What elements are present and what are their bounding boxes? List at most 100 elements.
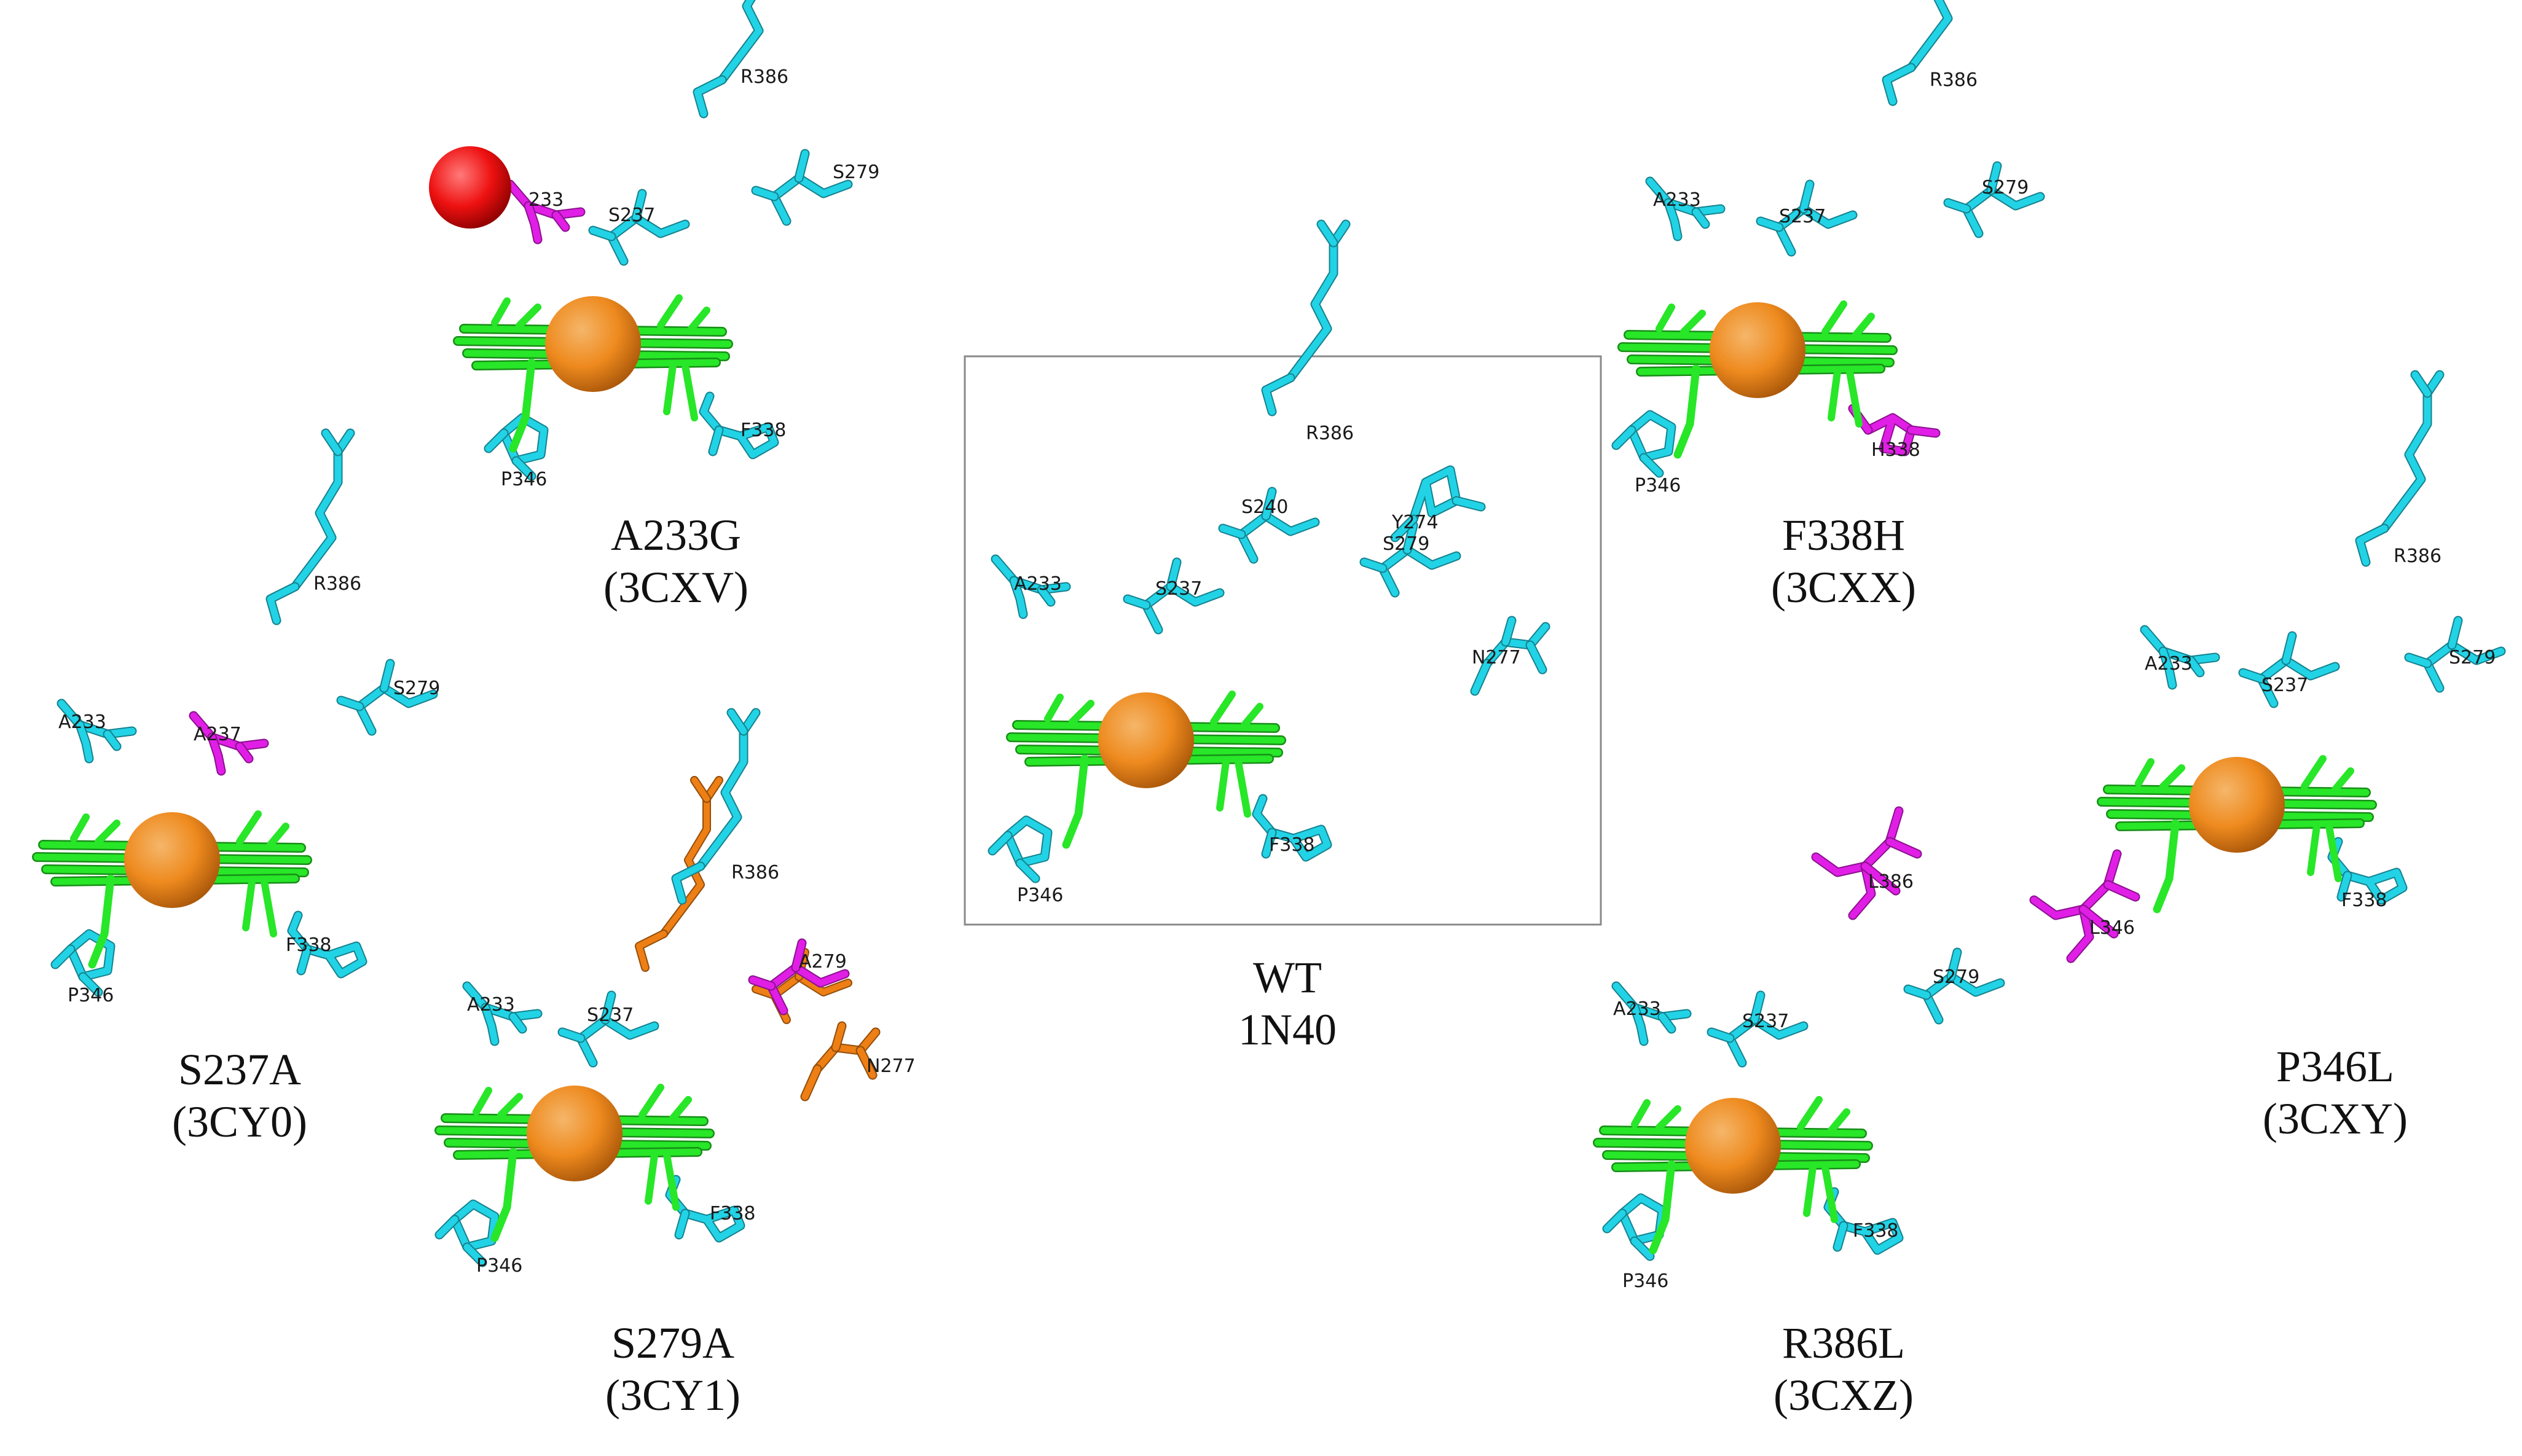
- residue-bond: [1757, 217, 1783, 231]
- residue-bond: [857, 1047, 876, 1079]
- heme-substituent: [638, 1084, 664, 1119]
- residue-bond: [2239, 669, 2265, 683]
- residue-bond: [525, 202, 541, 243]
- heme-substituent: [95, 820, 120, 845]
- residue-label: S237: [1155, 578, 1202, 600]
- residue-bond: [236, 743, 253, 762]
- residue-bond: [463, 1243, 486, 1266]
- residue-bond: [801, 1065, 821, 1100]
- residue-bond: [76, 721, 93, 762]
- residue-bond: [792, 939, 806, 971]
- residue-bond: [1262, 374, 1294, 415]
- iron-atom: [1685, 1098, 1781, 1194]
- residue-bond: [1404, 546, 1460, 569]
- residue-bond: [795, 174, 852, 197]
- residue-bond: [749, 976, 775, 990]
- residue-label: R386: [1930, 69, 1978, 91]
- panel-caption-pdb: 1N40: [1238, 1005, 1337, 1054]
- residue-label: A233: [1613, 998, 1661, 1020]
- residue-bond: [1907, 0, 1952, 71]
- residue-bond: [632, 214, 689, 237]
- residue-bond: [2187, 657, 2204, 676]
- residue-bond: [1483, 623, 1549, 667]
- residue-bond: [992, 555, 1018, 584]
- residue-label: A233: [467, 994, 515, 1016]
- residue-bond: [1262, 512, 1319, 535]
- heme-substituent: [261, 878, 277, 937]
- residue-bond: [485, 429, 508, 452]
- residue-bond: [796, 974, 851, 995]
- residue-bond: [2448, 641, 2505, 664]
- residue-bond: [1167, 583, 1224, 606]
- heme-substituent: [663, 362, 677, 415]
- heme-substituent: [1821, 300, 1847, 335]
- residue-bond: [1631, 1237, 1654, 1260]
- heme-substituent: [645, 1151, 658, 1205]
- residue-bond: [1864, 414, 1915, 455]
- residue-bond: [552, 211, 569, 231]
- residue-bond: [795, 150, 809, 182]
- residue-label: S279: [393, 678, 440, 699]
- residue-label: S279: [2449, 647, 2496, 668]
- residue-bond: [1944, 199, 1970, 213]
- heme-substituent: [1846, 368, 1863, 428]
- residue-bond: [1947, 949, 1961, 980]
- residue-label: F338: [1269, 834, 1315, 856]
- residue-label: R386: [313, 573, 361, 595]
- residue-bond: [79, 973, 102, 996]
- residue-bond: [602, 1016, 658, 1039]
- residue-bond: [322, 429, 342, 455]
- residue-bond: [728, 709, 747, 735]
- residue-bond: [1640, 454, 1663, 477]
- residue-bond: [500, 414, 548, 464]
- residue-bond: [1471, 660, 1491, 695]
- residue-bond: [1262, 488, 1276, 520]
- residue-bond: [1861, 863, 1899, 894]
- residue-bond: [58, 700, 84, 729]
- residue-bond: [2282, 632, 2296, 664]
- residue-bond: [718, 0, 763, 84]
- residue-bond: [297, 945, 311, 974]
- residue-label: R386: [740, 66, 788, 88]
- residue-bond: [1987, 162, 2001, 194]
- residue-label: S237: [587, 1004, 634, 1026]
- residue-label: L386: [1868, 871, 1914, 893]
- heme-substituent: [236, 810, 262, 845]
- residue-bond: [2338, 872, 2351, 901]
- residue-bond: [832, 1022, 846, 1051]
- residue-label: F338: [286, 934, 332, 956]
- residue-bond: [682, 1207, 744, 1242]
- residue-bond: [356, 684, 388, 735]
- panel-caption-pdb: (3CXX): [1771, 563, 1916, 612]
- residue-bond: [2067, 906, 2093, 962]
- residue-bond: [208, 734, 225, 775]
- residue-label: Y274: [1391, 512, 1439, 533]
- residue-bond: [451, 1200, 498, 1251]
- residue-bond: [1659, 1013, 1675, 1033]
- heme-substituent: [688, 307, 710, 332]
- residue-bond: [1631, 1004, 1648, 1045]
- residue-bond: [814, 1028, 879, 1073]
- residue-label: F338: [740, 420, 787, 441]
- residue-label: F338: [710, 1203, 756, 1224]
- residue-bond: [1613, 982, 1638, 1011]
- residue-bond: [694, 76, 726, 117]
- residue-bond: [1947, 973, 2004, 996]
- residue-bond: [1167, 558, 1180, 590]
- residue-bond: [1646, 178, 1672, 206]
- panel-caption-pdb: (3CXY): [2263, 1094, 2408, 1143]
- residue-label: N277: [866, 1055, 916, 1077]
- heme-substituent: [2325, 823, 2342, 882]
- heme-substituent: [1680, 310, 1706, 335]
- residue-label: P346: [1635, 475, 1681, 496]
- heme-substituent: [2331, 767, 2354, 793]
- heme-substituent: [657, 294, 683, 329]
- residue-label: L346: [2089, 917, 2135, 939]
- panel-caption-pdb: (3CY1): [605, 1371, 740, 1420]
- residue-label: P346: [476, 1255, 522, 1277]
- residue-bond: [577, 1016, 609, 1067]
- residue-bond: [1253, 795, 1276, 836]
- residue-label: P346: [1622, 1270, 1668, 1292]
